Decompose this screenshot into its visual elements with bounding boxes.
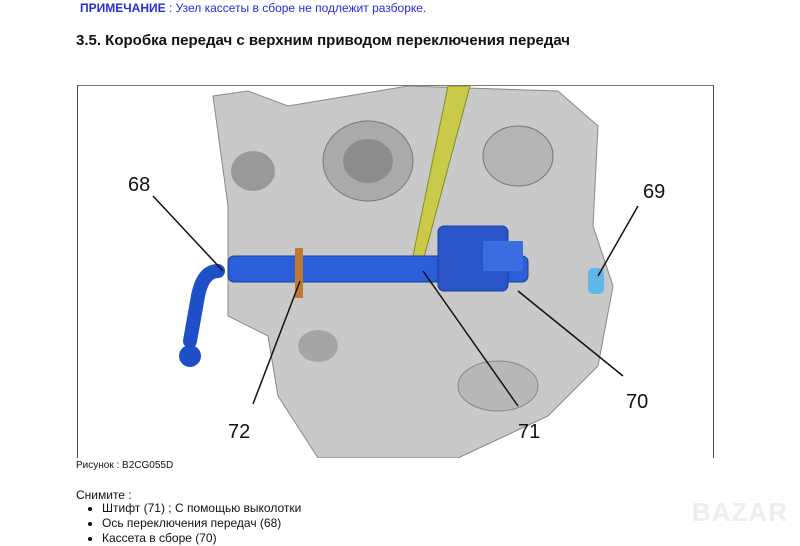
list-item: Кассета в сборе (70): [102, 531, 301, 546]
callout-68: 68: [128, 174, 150, 196]
note-label: ПРИМЕЧАНИЕ: [80, 1, 166, 15]
callout-72: 72: [228, 421, 250, 443]
note-text: : Узел кассеты в сборе не подлежит разбо…: [165, 1, 427, 15]
callout-69: 69: [643, 181, 665, 203]
figure-caption: Рисунок : B2CG055D: [76, 460, 174, 471]
gearbox-illustration: 68 69 70 71 72: [128, 85, 665, 459]
list-item: Ось переключения передач (68): [102, 516, 301, 531]
instructions-heading: Снимите :: [76, 488, 132, 502]
list-item: Штифт (71) ; С помощью выколотки: [102, 501, 301, 516]
section-title: 3.5. Коробка передач с верхним приводом …: [76, 32, 571, 49]
instructions-list: Штифт (71) ; С помощью выколотки Ось пер…: [84, 501, 301, 546]
figure: 68 69 70 71 72: [77, 85, 714, 459]
note: ПРИМЕЧАНИЕ : Узел кассеты в сборе не под…: [80, 1, 426, 15]
callout-70: 70: [626, 391, 648, 413]
watermark: BAZAR: [692, 497, 788, 527]
callout-71: 71: [518, 421, 540, 443]
